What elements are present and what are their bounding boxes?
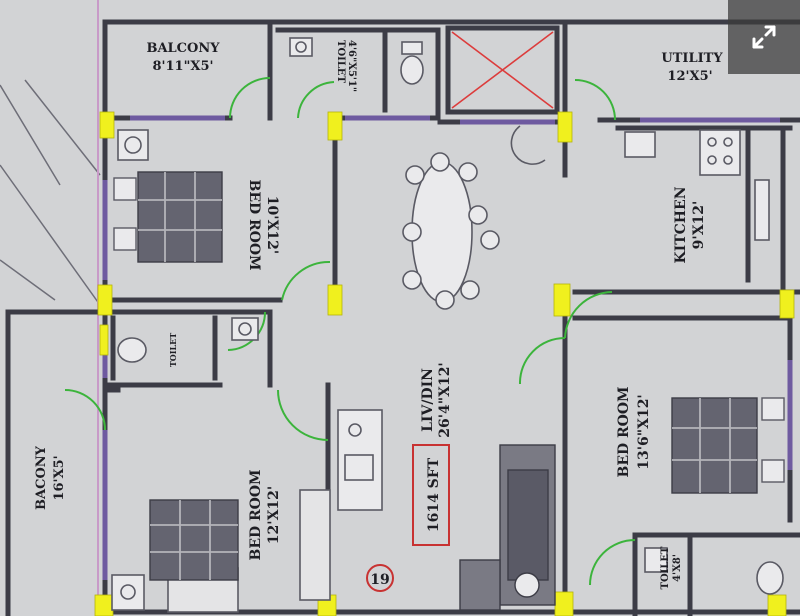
living-size: 26'4"X12' [437, 362, 453, 437]
fixtures [111, 37, 784, 613]
walls [5, 19, 800, 616]
bed-grid [138, 172, 757, 580]
bedroom-right-name: BED ROOM [616, 386, 632, 477]
toilet-mid-name: TOILET [168, 333, 178, 367]
bedroom-left-name: BED ROOM [246, 179, 262, 270]
shaft-cross [451, 31, 554, 109]
exterior-hatch [0, 79, 101, 306]
balcony-top-name: BALCONY [146, 41, 220, 56]
toilet-top-name: TOILET [335, 40, 346, 83]
utility-size: 12'X5' [667, 69, 712, 84]
columns [94, 111, 795, 616]
bedroom-bottom-name: BED ROOM [248, 469, 264, 560]
area-box [412, 444, 450, 546]
balcony-top-size: 8'11"X5' [152, 59, 213, 74]
area-label: 1614 SFT [426, 457, 442, 532]
unit-number: 19 [370, 572, 389, 588]
dining-table [402, 152, 500, 310]
expand-arrows-icon [749, 22, 779, 52]
toilet-top-size: 4'6"X5'1" [346, 40, 357, 92]
toilet-bottom-name: TOILET [660, 546, 671, 589]
bedside-tables [113, 177, 785, 483]
expand-button[interactable] [728, 0, 800, 74]
toilet-bottom-size: 4'X8' [672, 554, 683, 582]
bacony-name: BACONY [34, 445, 49, 510]
windows [102, 115, 793, 580]
beds [137, 171, 758, 581]
living-name: LIV/DIN [420, 368, 436, 432]
unit-number-marker: 19 [366, 564, 394, 592]
bacony-size: 16'X5' [52, 455, 67, 500]
utility-name: UTILITY [661, 51, 723, 66]
bedroom-right-size: 13'6"X12' [636, 394, 652, 469]
bedroom-left-size: 10'X12' [264, 196, 280, 254]
kitchen-size: 9'X12' [691, 201, 707, 250]
sofa-set [459, 444, 556, 611]
kitchen-name: KITCHEN [673, 186, 689, 263]
bedroom-bottom-size: 12'X12' [266, 486, 282, 544]
